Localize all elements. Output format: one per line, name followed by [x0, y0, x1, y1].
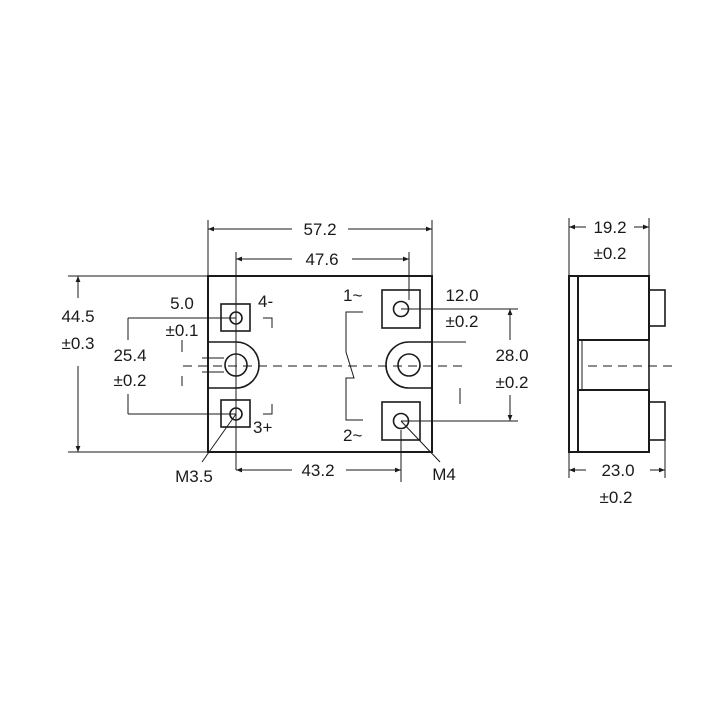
terminal-3-label: 3+ — [253, 418, 272, 437]
terminal-1-label: 1~ — [343, 286, 362, 305]
bottom-depth-tolerance: ±0.2 — [600, 488, 633, 507]
switch-symbol — [345, 311, 363, 421]
side-terminal-bottom — [648, 401, 666, 441]
top-housing — [577, 275, 650, 341]
hole-spacing-label: 47.6 — [305, 250, 338, 269]
input-spacing-label: 25.4 — [113, 346, 146, 365]
top-depth-tolerance: ±0.2 — [594, 244, 627, 263]
bottom-depth-label: 23.0 — [601, 461, 634, 480]
input-screw-label: M3.5 — [175, 467, 213, 486]
right-mounting-slot — [385, 341, 432, 389]
relay-body-outline — [207, 275, 433, 453]
overall-height-label: 44.5 — [61, 307, 94, 326]
output-spacing-label: 28.0 — [495, 346, 528, 365]
terminal-2-label: 2~ — [343, 426, 362, 445]
output-pitch-tolerance: ±0.2 — [446, 312, 479, 331]
terminal-4-label: 4- — [258, 292, 273, 311]
input-spacing-tolerance: ±0.2 — [114, 371, 147, 390]
overall-height-tolerance: ±0.3 — [62, 334, 95, 353]
top-depth-label: 19.2 — [593, 218, 626, 237]
side-view: 19.2 ±0.2 23.0 ±0.2 — [568, 218, 676, 507]
side-terminal-top — [648, 289, 666, 327]
base-plate — [568, 275, 579, 453]
output-pitch-label: 12.0 — [445, 286, 478, 305]
right-mounting-hole-icon — [397, 353, 421, 377]
input-pitch-tolerance: ±0.1 — [166, 321, 199, 340]
terminal-spacing-label: 43.2 — [301, 461, 334, 480]
input-pitch-label: 5.0 — [170, 294, 194, 313]
output-screw-label: M4 — [432, 465, 456, 484]
bottom-housing — [577, 389, 650, 453]
front-view: 57.2 47.6 44.5 ±0.3 5.0 ±0.1 25.4 ±0.2 4… — [61, 220, 529, 486]
left-mounting-slot — [208, 341, 260, 389]
overall-width-label: 57.2 — [303, 220, 336, 239]
output-spacing-tolerance: ±0.2 — [496, 373, 529, 392]
